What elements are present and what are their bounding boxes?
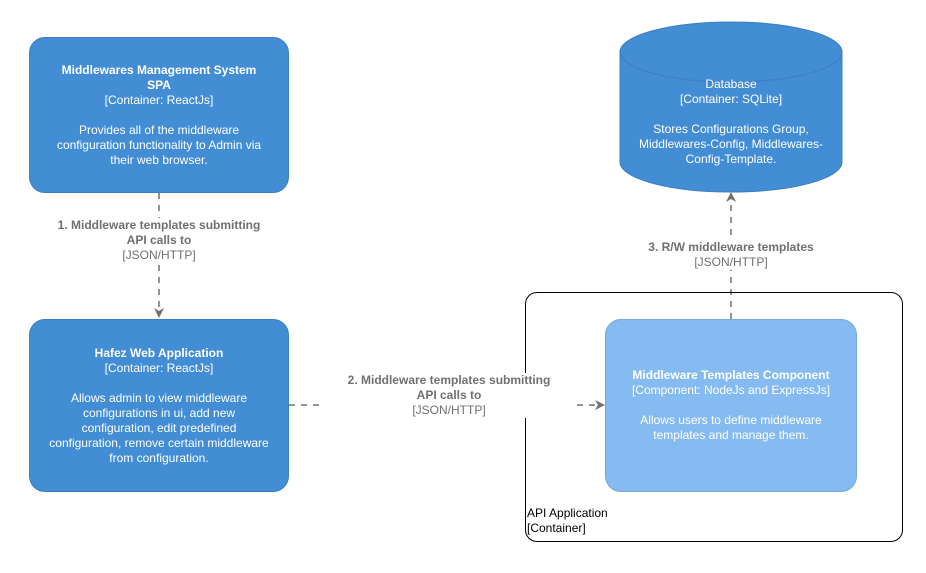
- relationship-2-technology: [JSON/HTTP]: [412, 403, 486, 417]
- database-type: [Container: SQLite]: [679, 92, 783, 106]
- web-app-desc-3: configuration, edit predefined: [81, 420, 237, 435]
- relationship-3-text-1: 3. R/W middleware templates: [648, 240, 814, 254]
- relationship-1-technology: [JSON/HTTP]: [122, 248, 196, 262]
- database-cylinder[interactable]: [619, 21, 843, 193]
- middleware-templates-component[interactable]: Middleware Templates Component [Componen…: [605, 319, 857, 492]
- spa-type: [Container: ReactJs]: [104, 92, 214, 107]
- web-app-desc-1: Allows admin to view middleware: [70, 390, 248, 405]
- web-app-desc-4: configuration, remove certain middleware: [49, 435, 269, 450]
- spa-desc-1: Provides all of the middleware: [78, 122, 240, 137]
- database-desc-3: Config-Template.: [685, 152, 777, 166]
- web-app-type: [Container: ReactJs]: [104, 360, 214, 375]
- relationship-1-label: 1. Middleware templates submitting API c…: [30, 218, 288, 263]
- database-text: Database [Container: SQLite] Stores Conf…: [620, 77, 842, 167]
- relationship-1-text-1: 1. Middleware templates submitting: [57, 218, 261, 232]
- boundary-type: [Container]: [527, 521, 586, 535]
- web-app-desc-5: from configuration.: [109, 450, 209, 465]
- boundary-name: API Application: [527, 506, 608, 520]
- relationship-3-technology: [JSON/HTTP]: [694, 255, 768, 269]
- relationship-1-text-2: API calls to: [126, 233, 192, 247]
- spa-title-1: Middlewares Management System: [61, 62, 257, 77]
- relationship-3-label: 3. R/W middleware templates [JSON/HTTP]: [630, 240, 832, 270]
- component-title: Middleware Templates Component: [632, 368, 830, 382]
- boundary-label: API Application [Container]: [527, 506, 608, 536]
- relationship-2-text-2: API calls to: [416, 388, 482, 402]
- component-desc-2: templates and manage them.: [653, 428, 809, 442]
- spa-container[interactable]: Middlewares Management System SPA [Conta…: [29, 37, 289, 193]
- database-desc-2: Middlewares-Config, Middlewares-: [638, 137, 824, 151]
- database-title: Database: [705, 77, 757, 91]
- spa-title-2: SPA: [147, 77, 171, 92]
- spa-desc-2: configuration functionality to Admin via: [56, 137, 262, 152]
- component-type: [Component: NodeJs and ExpressJs]: [631, 383, 831, 397]
- web-app-desc-2: configurations in ui, add new: [82, 405, 236, 420]
- database-desc-1: Stores Configurations Group,: [653, 122, 809, 136]
- web-app-container[interactable]: Hafez Web Application [Container: ReactJ…: [29, 319, 289, 492]
- relationship-2-text-1: 2. Middleware templates submitting: [347, 373, 551, 387]
- web-app-title: Hafez Web Application: [94, 345, 224, 360]
- relationship-2-label: 2. Middleware templates submitting API c…: [325, 373, 573, 418]
- spa-desc-3: their web browser.: [110, 152, 208, 167]
- component-desc-1: Allows users to define middleware: [640, 413, 822, 427]
